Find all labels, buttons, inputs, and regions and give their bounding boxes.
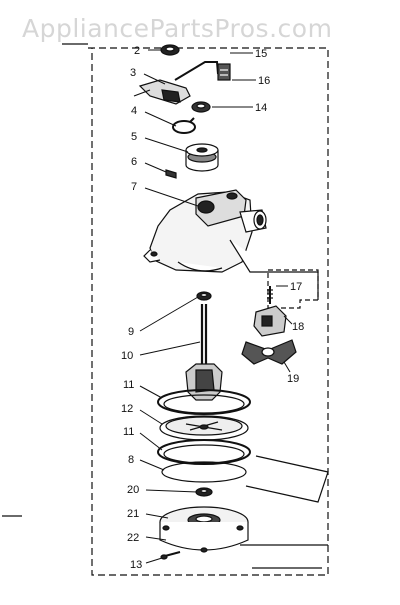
part-retaining-ring[interactable]: [172, 117, 196, 134]
part-strap-clamp[interactable]: [241, 339, 297, 365]
part-lever-bracket[interactable]: [133, 79, 191, 105]
callout-5: 5: [131, 131, 137, 143]
part-wire-link[interactable]: [174, 61, 219, 81]
callout-10: 10: [121, 350, 133, 362]
part-nut[interactable]: [160, 44, 180, 56]
callout-11b: 11: [123, 426, 134, 438]
callout-22: 22: [127, 532, 139, 544]
callout-7: 7: [131, 181, 137, 193]
callout-16: 16: [258, 75, 270, 87]
part-clamp-block[interactable]: [253, 305, 287, 337]
callout-13: 13: [130, 559, 142, 571]
part-washer[interactable]: [191, 101, 211, 113]
callout-labels: 2 3 4 5 6 7 9 10 11 12 11 8 20 21 22 13 …: [121, 45, 304, 571]
callout-9: 9: [128, 326, 134, 338]
part-key[interactable]: [165, 169, 177, 179]
lower-right-sketch: [240, 455, 329, 569]
callout-15: 15: [255, 48, 267, 60]
callout-21: 21: [127, 508, 139, 520]
part-gasket[interactable]: [161, 461, 247, 483]
frame-border: [88, 47, 329, 576]
part-spring-clip[interactable]: [217, 63, 231, 81]
callout-17: 17: [290, 281, 302, 293]
part-small-washer[interactable]: [195, 487, 213, 497]
callout-2: 2: [134, 45, 140, 57]
part-shaft[interactable]: [185, 304, 223, 401]
callout-4: 4: [131, 105, 137, 117]
callout-20: 20: [127, 484, 139, 496]
part-bolt[interactable]: [267, 286, 273, 304]
leader-lines: [139, 49, 293, 564]
callout-14: 14: [255, 102, 267, 114]
callout-3: 3: [130, 67, 136, 79]
part-screw[interactable]: [160, 551, 181, 560]
part-seal-ring-upper[interactable]: [157, 389, 251, 415]
callout-8: 8: [128, 454, 134, 466]
callout-18: 18: [292, 321, 304, 333]
callout-6: 6: [131, 156, 137, 168]
part-pulley[interactable]: [185, 143, 219, 172]
part-pump-housing[interactable]: [143, 189, 319, 300]
part-seal-ring-lower[interactable]: [157, 439, 251, 465]
part-impeller-plate[interactable]: [159, 415, 249, 441]
part-shaft-nut[interactable]: [196, 291, 212, 301]
callout-19: 19: [287, 373, 299, 385]
part-pump-base[interactable]: [159, 506, 249, 553]
callout-12: 12: [121, 403, 133, 415]
callout-11a: 11: [123, 379, 134, 391]
